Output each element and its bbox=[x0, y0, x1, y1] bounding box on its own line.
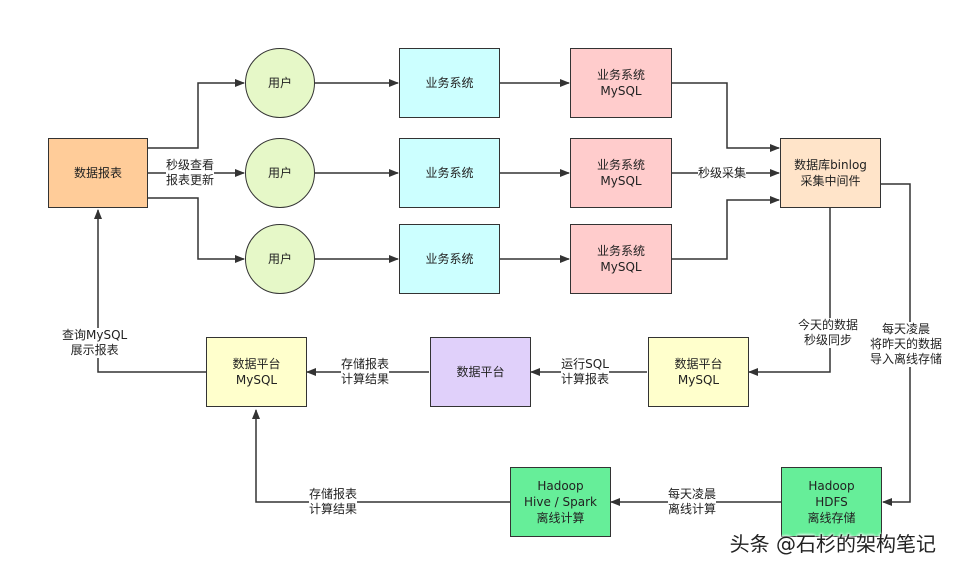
node-label-line-2: MySQL bbox=[235, 373, 278, 387]
platform-mysql-left-node: 数据平台 MySQL bbox=[206, 337, 307, 407]
edge-label-collect: 秒级采集 bbox=[698, 166, 747, 181]
node-label-line-1: 数据库binlog bbox=[794, 158, 867, 172]
node-label-line-3: 离线存储 bbox=[807, 511, 856, 525]
hadoop-hdfs-node: Hadoop HDFS 离线存储 bbox=[781, 467, 882, 537]
data-platform-node: 数据平台 bbox=[430, 337, 531, 407]
node-label-line-2: 采集中间件 bbox=[800, 174, 861, 188]
node-label-line-1: Hadoop bbox=[537, 479, 584, 493]
edge-db3-binlog bbox=[672, 196, 780, 260]
node-label-line-2: MySQL bbox=[600, 260, 642, 274]
edge-label-today-sync: 今天的数据 秒级同步 bbox=[798, 318, 859, 348]
edge-label-line: 计算结果 bbox=[341, 372, 390, 386]
edge-label-query-mysql: 查询MySQL 展示报表 bbox=[62, 328, 128, 358]
node-label-line-1: 数据平台 bbox=[674, 357, 723, 371]
edge-label-line: 每天凌晨 bbox=[668, 487, 717, 501]
edge-label-line: 计算结果 bbox=[309, 502, 358, 516]
edge-label-line: 展示报表 bbox=[70, 343, 119, 357]
node-label-line-1: 业务系统 bbox=[596, 244, 645, 258]
edge-label-run-sql: 运行SQL 计算报表 bbox=[561, 357, 610, 387]
node-label-line-1: 业务系统 bbox=[596, 158, 645, 172]
business-mysql-node-1: 业务系统 MySQL bbox=[570, 48, 672, 118]
hadoop-hive-spark-node: Hadoop Hive / Spark 离线计算 bbox=[510, 467, 611, 537]
node-label-line-1: 业务系统 bbox=[596, 68, 645, 82]
node-label: 用户 bbox=[267, 166, 292, 180]
node-label-line-2: MySQL bbox=[600, 84, 642, 98]
edge-label-line: 秒级同步 bbox=[804, 333, 853, 347]
edge-label-line: 报表更新 bbox=[166, 173, 215, 187]
node-label: 数据报表 bbox=[73, 166, 122, 180]
edge-label-line: 查询MySQL bbox=[62, 328, 128, 342]
business-system-node-1: 业务系统 bbox=[399, 48, 500, 118]
edge-label-line: 秒级查看 bbox=[166, 158, 215, 172]
edge-label-line: 存储报表 bbox=[341, 357, 390, 371]
edge-db1-binlog bbox=[672, 82, 780, 152]
edge-label-line: 秒级采集 bbox=[698, 166, 747, 180]
business-system-node-3: 业务系统 bbox=[399, 224, 500, 294]
edge-label-line: 导入离线存储 bbox=[870, 352, 943, 366]
business-system-node-2: 业务系统 bbox=[399, 138, 500, 208]
edge-binlog-platform-mysql bbox=[748, 208, 831, 376]
node-label-line-3: 离线计算 bbox=[536, 511, 585, 525]
edge-report-user3 bbox=[148, 197, 245, 263]
node-label: 业务系统 bbox=[425, 252, 474, 266]
edge-label-line: 离线计算 bbox=[668, 502, 717, 516]
edge-label-line: 运行SQL bbox=[561, 357, 609, 371]
edge-label-line: 每天凌晨 bbox=[882, 322, 931, 336]
edge-label-line: 存储报表 bbox=[309, 487, 358, 501]
node-label-line-2: MySQL bbox=[677, 373, 720, 387]
node-label-line-2: HDFS bbox=[815, 495, 848, 509]
binlog-collector-node: 数据库binlog 采集中间件 bbox=[780, 138, 881, 208]
edge-label-daily-import: 每天凌晨 将昨天的数据 导入离线存储 bbox=[870, 322, 943, 367]
node-label-line-1: 数据平台 bbox=[232, 357, 281, 371]
node-label: 业务系统 bbox=[425, 166, 474, 180]
edge-label-line: 计算报表 bbox=[561, 372, 610, 386]
edge-report-user1 bbox=[148, 79, 245, 149]
node-label: 用户 bbox=[267, 252, 292, 266]
edge-label-store-result-bottom: 存储报表 计算结果 bbox=[309, 487, 358, 517]
user-node-3: 用户 bbox=[245, 224, 315, 294]
user-node-1: 用户 bbox=[245, 48, 315, 118]
node-label-line-1: Hadoop bbox=[808, 479, 855, 493]
business-mysql-node-2: 业务系统 MySQL bbox=[570, 138, 672, 208]
user-node-2: 用户 bbox=[245, 138, 315, 208]
platform-mysql-right-node: 数据平台 MySQL bbox=[648, 337, 749, 407]
edge-label-daily-compute: 每天凌晨 离线计算 bbox=[668, 487, 717, 517]
business-mysql-node-3: 业务系统 MySQL bbox=[570, 224, 672, 294]
data-report-node: 数据报表 bbox=[48, 138, 148, 208]
node-label-line-2: Hive / Spark bbox=[524, 495, 597, 509]
edge-label-report-users: 秒级查看 报表更新 bbox=[166, 158, 215, 188]
edge-label-line: 将昨天的数据 bbox=[870, 337, 943, 351]
edge-hive-left-mysql bbox=[252, 409, 510, 503]
watermark: 头条 @石杉的架构笔记 bbox=[729, 532, 936, 556]
edge-label-store-result-top: 存储报表 计算结果 bbox=[341, 357, 390, 387]
node-label: 数据平台 bbox=[456, 365, 505, 379]
edge-left-mysql-report bbox=[94, 209, 206, 373]
edge-label-line: 今天的数据 bbox=[798, 318, 859, 332]
node-label: 用户 bbox=[267, 76, 292, 90]
node-label: 业务系统 bbox=[425, 76, 474, 90]
node-label-line-2: MySQL bbox=[600, 174, 642, 188]
